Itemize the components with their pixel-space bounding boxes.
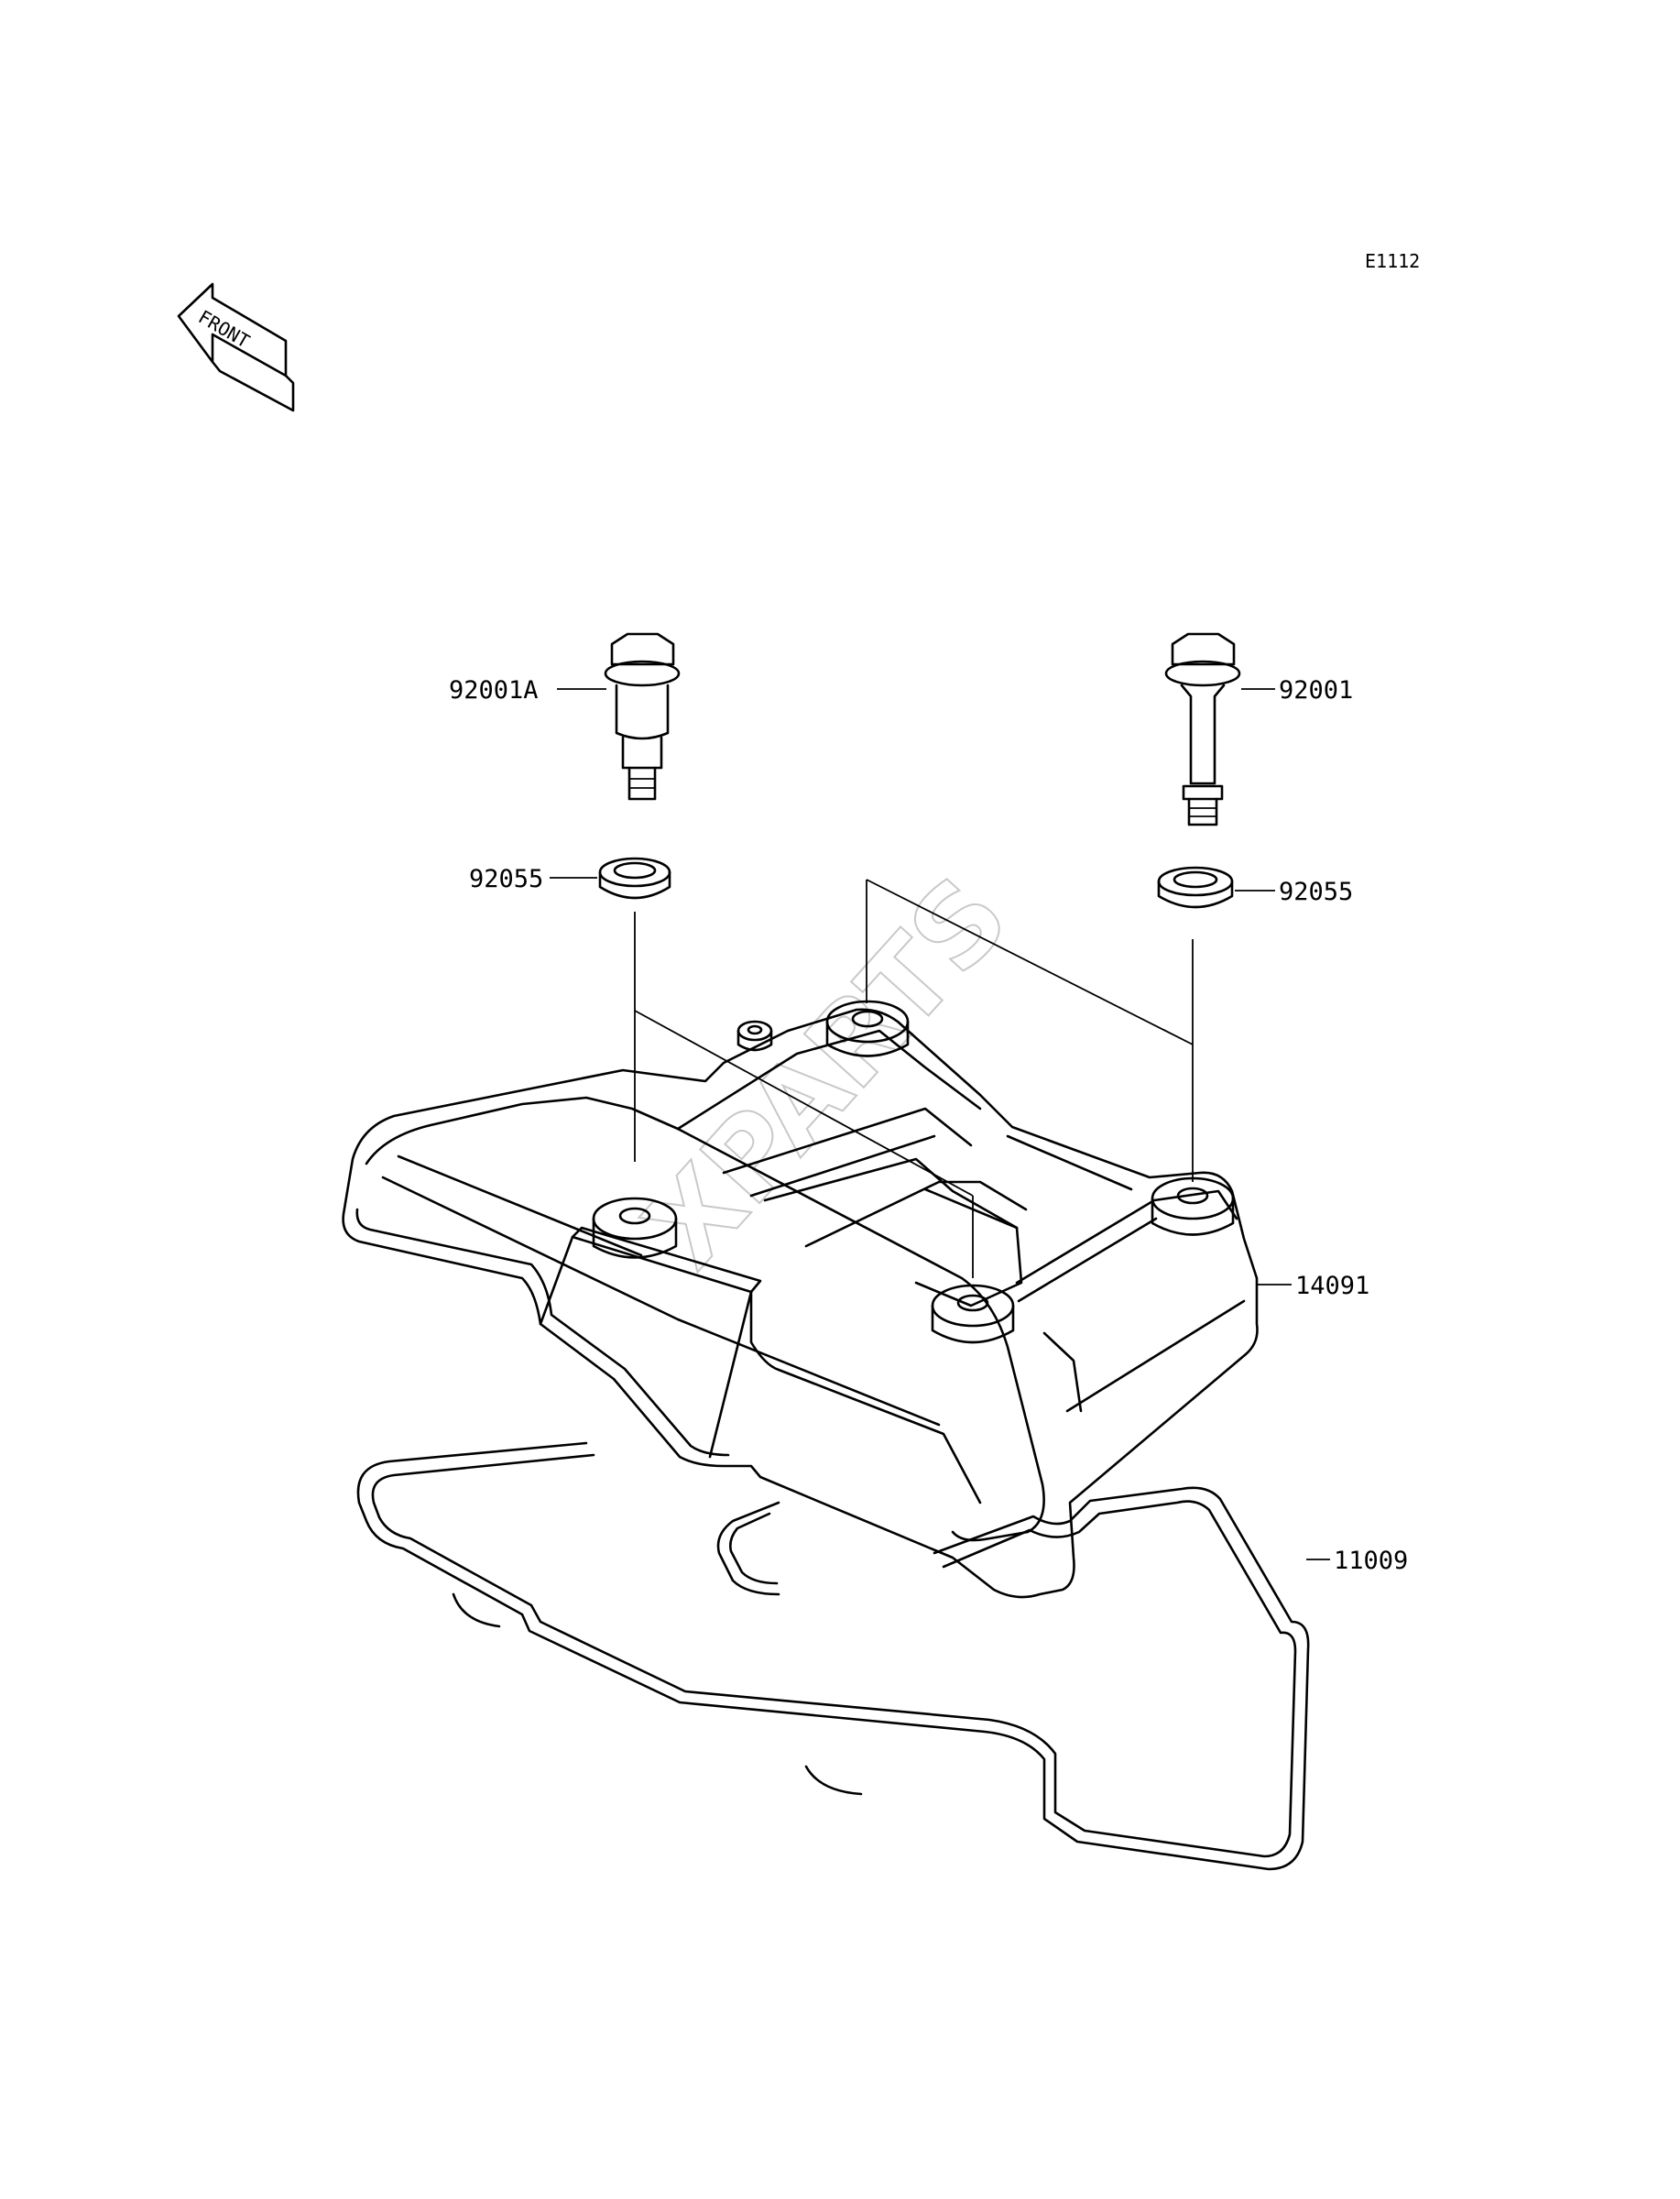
watermark: XPARTS: [621, 854, 1033, 1292]
washer-92055-right[interactable]: [1157, 866, 1275, 909]
part-number-92055-left: 92055: [469, 865, 543, 893]
assembly-guide-lines: [634, 879, 1194, 1278]
part-number-14091: 14091: [1295, 1272, 1369, 1300]
washer-92055-left[interactable]: [550, 857, 671, 900]
part-number-92001: 92001: [1279, 676, 1353, 705]
cover-boss-rear-center: [825, 1000, 910, 1057]
cover-boss-front-center: [931, 1284, 1015, 1344]
bolt-92001[interactable]: [1164, 632, 1275, 826]
cylinder-head-cover-14091[interactable]: [342, 1000, 1292, 1599]
part-number-11009: 11009: [1334, 1547, 1408, 1575]
cover-boss-front-left: [592, 1197, 678, 1259]
gasket-11009[interactable]: [356, 1441, 1330, 1871]
diagram-code: E1112: [1365, 250, 1420, 272]
bolt-92001a[interactable]: [557, 632, 681, 801]
front-label: FRONT: [195, 306, 254, 353]
part-number-92055-right: 92055: [1279, 878, 1353, 906]
cover-boss-rear-right: [1151, 1176, 1235, 1236]
cover-boss-center-small: [736, 1020, 773, 1052]
part-number-92001a: 92001A: [449, 676, 539, 705]
front-arrow-icon: FRONT: [177, 282, 295, 412]
